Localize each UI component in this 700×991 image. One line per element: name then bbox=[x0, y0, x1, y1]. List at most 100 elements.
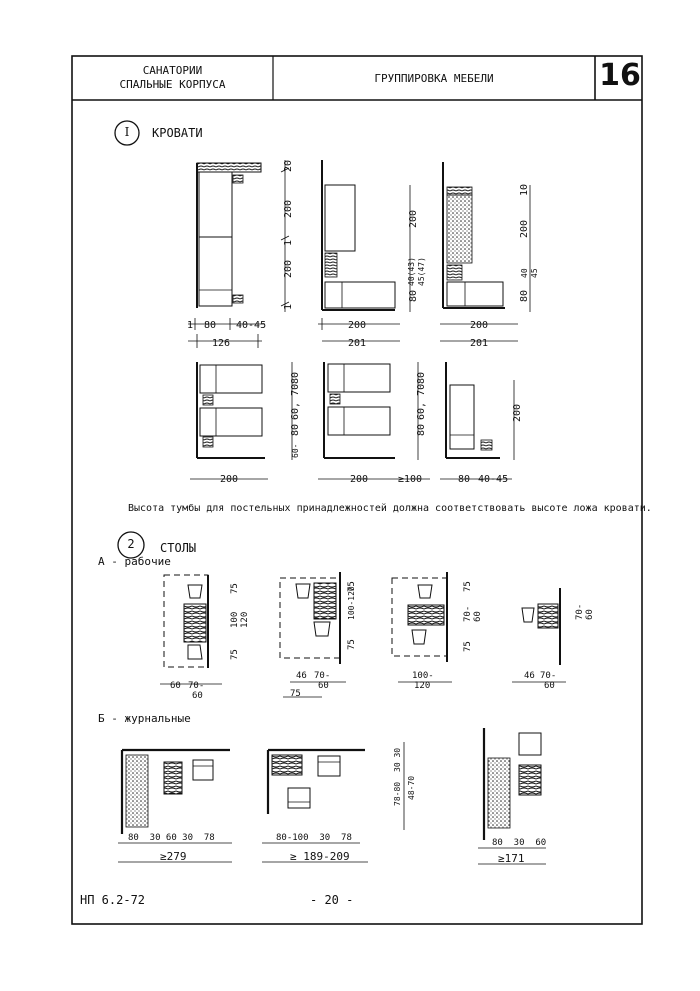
dim-a2-w3: 60 bbox=[318, 681, 329, 691]
footer-code: НП 6.2-72 bbox=[80, 893, 146, 907]
coffee-table-b3 bbox=[478, 728, 546, 865]
dim-c-v2: 200 bbox=[519, 220, 530, 238]
dim-b-v4: 80 bbox=[408, 290, 419, 302]
dim-a2-v1: 75 bbox=[347, 581, 357, 592]
dim-c-total2: 201 bbox=[470, 338, 488, 349]
coffee-table-b2 bbox=[262, 742, 405, 863]
bed-layout-a bbox=[188, 160, 290, 348]
dim-a2-w4: 75 bbox=[290, 689, 301, 699]
dim-a-w2: 80 bbox=[204, 320, 216, 331]
header-left: САНАТОРИИ СПАЛЬНЫЕ КОРПУСА bbox=[72, 64, 273, 92]
section1-number-circle bbox=[114, 120, 140, 146]
dim-b1-total: ≥279 bbox=[160, 850, 187, 863]
dim-a-v4: 200 bbox=[283, 260, 294, 278]
dim-b2-w: 80-100 30 78 bbox=[276, 833, 352, 843]
header-title: ГРУППИРОВКА МЕБЕЛИ bbox=[374, 72, 494, 85]
dim-d-v4: 60- bbox=[291, 444, 300, 458]
section1-title: КРОВАТИ bbox=[152, 126, 203, 140]
coffee-table-b1 bbox=[118, 748, 232, 863]
work-table-a4 bbox=[512, 588, 566, 683]
work-table-a2 bbox=[279, 572, 346, 698]
dim-e-v1: 80 bbox=[416, 372, 427, 384]
sheet-number: 16 bbox=[599, 58, 641, 93]
dim-b2-v1: 78-80 bbox=[393, 782, 402, 806]
dim-e-w2: ≥100 bbox=[398, 474, 422, 485]
bed-layout-e bbox=[318, 362, 430, 480]
dim-a-v2: 200 bbox=[283, 200, 294, 218]
footer-page-number: - 20 - bbox=[310, 893, 354, 907]
section2-number: 2 bbox=[127, 537, 135, 551]
dim-a3-v3: 60 bbox=[473, 611, 483, 622]
dim-b2-v2: 30 30 bbox=[393, 748, 402, 772]
dim-e-v2: 60, 70 bbox=[416, 384, 427, 420]
dim-a2-w2: 70- bbox=[314, 671, 330, 681]
section2-sub-b: Б - журнальные bbox=[98, 712, 191, 725]
dim-b2-total: ≥ 189-209 bbox=[290, 850, 350, 863]
dim-d-v3: 80 bbox=[290, 424, 301, 436]
dim-d-w: 200 bbox=[220, 474, 238, 485]
dim-b3-total: ≥171 bbox=[498, 852, 525, 865]
dim-a-v1: 20 bbox=[283, 160, 294, 172]
section2-number-circle bbox=[117, 531, 145, 559]
dim-a3-w1: 100- bbox=[412, 671, 434, 681]
section2-dimension-labels: 60 70- 60 75 100 120 75 46 70- 60 75 75 … bbox=[128, 581, 595, 865]
dim-b-total2: 201 bbox=[348, 338, 366, 349]
dim-a1-v3: 120 bbox=[240, 612, 250, 628]
header-left-line1: САНАТОРИИ bbox=[142, 64, 203, 77]
dim-a3-v1: 75 bbox=[463, 581, 473, 592]
dim-a4-w3: 60 bbox=[544, 681, 555, 691]
dim-d-v1: 80 bbox=[290, 372, 301, 384]
dim-c-v6: 80 bbox=[519, 290, 530, 302]
dim-a1-v2: 100 bbox=[230, 612, 240, 628]
dim-c-total: 200 bbox=[470, 320, 488, 331]
dim-a1-v4: 75 bbox=[230, 649, 240, 660]
header-left-line2: СПАЛЬНЫЕ КОРПУСА bbox=[119, 78, 226, 91]
dim-a1-w4: 60 bbox=[192, 691, 203, 701]
dim-e-w: 200 bbox=[350, 474, 368, 485]
dim-a-v5: 1 bbox=[283, 304, 294, 310]
bed-layout-c bbox=[440, 162, 531, 342]
work-table-a1 bbox=[160, 574, 222, 685]
dim-a2-v3: 75 bbox=[347, 639, 357, 650]
bed-layout-f bbox=[440, 362, 515, 480]
dim-f-w1: 80 bbox=[458, 474, 470, 485]
dim-a-v3: 1 bbox=[283, 240, 294, 246]
bed-layout-b bbox=[318, 160, 411, 342]
dim-b-total: 200 bbox=[348, 320, 366, 331]
dim-a2-v2: 100-120 bbox=[347, 586, 356, 620]
section1-dimension-labels: 1 80 40-45 126 20 200 1 200 1 200 201 20… bbox=[187, 160, 539, 485]
section1-note: Высота тумбы для постельных принадлежнос… bbox=[128, 503, 652, 514]
dim-a3-w2: 120 bbox=[414, 681, 430, 691]
dim-b3-w: 80 30 60 bbox=[492, 838, 546, 848]
dim-a4-w1: 46 bbox=[524, 671, 535, 681]
dim-c-v5: 45 bbox=[530, 268, 539, 278]
dim-a1-w: 60 bbox=[170, 681, 181, 691]
dim-c-v1: 10 bbox=[519, 184, 530, 196]
dim-a3-v4: 75 bbox=[463, 641, 473, 652]
bed-layout-d bbox=[190, 362, 293, 480]
dim-a4-v1: 70- bbox=[575, 604, 585, 620]
work-table-a3 bbox=[391, 572, 452, 683]
page-frame bbox=[71, 55, 643, 925]
dim-e-v3: 80 bbox=[416, 424, 427, 436]
dim-f-v: 200 bbox=[512, 404, 523, 422]
dim-b1-w: 80 30 60 30 78 bbox=[128, 833, 215, 843]
dim-a4-v2: 60 bbox=[585, 609, 595, 620]
dim-a-w1: 1 bbox=[187, 320, 193, 331]
section2-title: СТОЛЫ bbox=[160, 541, 197, 555]
dim-f-w2: 40-45 bbox=[478, 474, 508, 485]
dim-b-v2: 40(43) bbox=[407, 257, 416, 286]
dim-a2-w1: 46 bbox=[296, 671, 307, 681]
section2-sub-a: А - рабочие bbox=[98, 555, 171, 568]
section1-number: I bbox=[124, 125, 130, 139]
dim-a1-v1: 75 bbox=[230, 583, 240, 594]
dim-d-v2: 60, 70 bbox=[290, 384, 301, 420]
dim-c-v4: 40 bbox=[520, 268, 529, 278]
dim-a-w3: 40-45 bbox=[236, 320, 266, 331]
dim-b-v3: 45(47) bbox=[417, 257, 426, 286]
dim-a4-w2: 70- bbox=[540, 671, 556, 681]
dim-a3-v2: 70- bbox=[463, 606, 473, 622]
dim-b-v1: 200 bbox=[408, 210, 419, 228]
